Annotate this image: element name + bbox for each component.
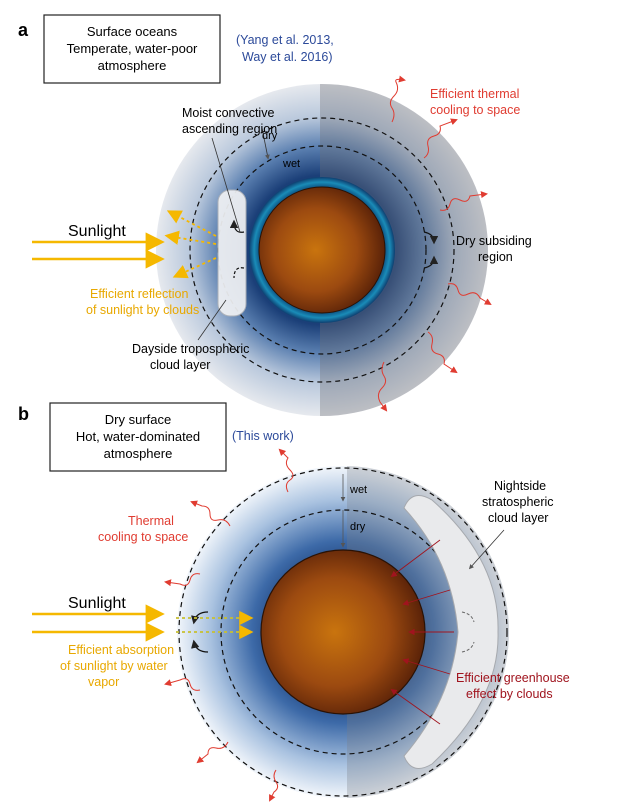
panel-a-thermal-arrow	[439, 191, 488, 211]
panel-b-thermal-arrow	[278, 448, 294, 493]
panel-a-thermal-arrow	[427, 331, 458, 374]
panel-a-letter: a	[18, 20, 29, 40]
panel-b-thermal-arrow	[196, 741, 229, 764]
panel-a-reflection-line-2: of sunlight by clouds	[86, 303, 199, 317]
panel-a-reflected-arrow	[164, 230, 217, 245]
panel-a-cloud-line-1: Dayside tropospheric	[132, 342, 249, 356]
panel-b-absorption-line-3: vapor	[88, 675, 119, 689]
panel-b-circulation-arrow	[191, 639, 209, 653]
panel-a-circulation-arrow	[229, 219, 245, 233]
panel-a-cloud-leader	[197, 299, 227, 341]
panel-b-wet-label: wet	[349, 484, 367, 496]
panel-a-wet-label: wet	[282, 158, 300, 170]
panel-a-title-box	[43, 14, 221, 84]
panel-a-moist-line-1: Moist convective	[182, 106, 274, 120]
panel-b-nightside-line-2: stratospheric	[482, 495, 554, 509]
panel-a-moist-leader	[211, 137, 241, 233]
panel-a-box-line-2: Temperate, water-poor	[67, 41, 198, 56]
panel-b-circulation-arrow	[461, 641, 475, 653]
panel-b-thermal-arrow	[190, 500, 231, 527]
panel-b-circulation-arrow	[461, 611, 475, 623]
panel-a-nightside-shade	[320, 84, 488, 416]
panel-b-circulation-arrow	[191, 611, 209, 625]
panel-b-box-line-3: atmosphere	[104, 446, 173, 461]
panel-a-citation-line-1: (Yang et al. 2013,	[236, 33, 334, 47]
panel-a-box-line-3: atmosphere	[98, 58, 167, 73]
panel-b-nightside-line-3: cloud layer	[488, 511, 548, 525]
panel-a-citation-line-2: Way et al. 2016)	[242, 50, 333, 64]
panel-b-thermal-line-1: Thermal	[128, 514, 174, 528]
panel-b-thermal-line-2: cooling to space	[98, 530, 188, 544]
panel-a-outer-dashed-layer	[189, 117, 455, 383]
panel-b-greenhouse-arrow	[402, 658, 451, 675]
panel-a-thermal-arrow	[423, 118, 458, 159]
panel-b-dry-label: dry	[350, 521, 366, 533]
panel-b-thermal-arrow	[269, 769, 279, 802]
panel-a-thermal-arrow	[447, 283, 492, 306]
panel-b-absorption-line-2: of sunlight by water	[60, 659, 168, 673]
panel-b-nightside-line-1: Nightside	[494, 479, 546, 493]
panel-a-circulation-arrow	[423, 255, 439, 269]
panel-a-cloud-line-2: cloud layer	[150, 358, 210, 372]
panel-a-box-line-1: Surface oceans	[87, 24, 178, 39]
panel-a-dry-label: dry	[262, 130, 278, 142]
panel-b-greenhouse-line-2: effect by clouds	[466, 687, 553, 701]
panel-b-greenhouse-arrow	[390, 688, 441, 725]
panel-b-nightside-leader	[468, 529, 505, 570]
panel-b-thermal-arrow	[164, 573, 201, 587]
panel-b-box-line-2: Hot, water-dominated	[76, 429, 200, 444]
panel-a-thermal-line-2: cooling to space	[430, 103, 520, 117]
panel-b-sunlight-label: Sunlight	[68, 595, 126, 612]
panel-a-reflection-line-1: Efficient reflection	[90, 287, 188, 301]
panel-b-greenhouse-line-1: Efficient greenhouse	[456, 671, 570, 685]
panel-b-title-box	[49, 402, 227, 472]
panel-a-thermal-arrow	[377, 361, 388, 412]
panel-a-thermal-arrow	[389, 75, 406, 123]
panel-b-nightside-cloud	[403, 495, 499, 769]
panel-a-sunlight-label: Sunlight	[68, 223, 126, 240]
panel-a-reflected-arrow	[166, 210, 217, 237]
panel-a-thermal-line-1: Efficient thermal	[430, 87, 519, 101]
panel-b: b Dry surface Hot, water-dominated atmos…	[18, 402, 570, 802]
panel-a-reflected-arrow	[172, 257, 217, 279]
panel-a-dry-bracket	[261, 127, 270, 160]
panel-b-planet	[260, 549, 426, 715]
panel-a-planet	[258, 186, 386, 314]
panel-a-subsiding-line-1: Dry subsiding	[456, 234, 532, 248]
panel-a-circulation-arrow	[423, 231, 439, 245]
panel-a-subsiding-line-2: region	[478, 250, 513, 264]
panel-b-absorption-line-1: Efficient absorption	[68, 643, 174, 657]
panel-b-citation: (This work)	[232, 429, 294, 443]
panel-b-thermal-arrow	[164, 678, 201, 691]
panel-a-dayside-cloud	[217, 189, 247, 317]
panel-b-box-line-1: Dry surface	[105, 412, 171, 427]
panel-a-circulation-arrow	[233, 267, 245, 279]
panel-a-moist-line-2: ascending region	[182, 122, 277, 136]
panel-b-letter: b	[18, 404, 29, 424]
panel-b-greenhouse-arrow	[402, 589, 451, 606]
panel-b-greenhouse-arrow	[390, 539, 441, 578]
panel-a: a Surface oceans Temperate, water-poor a…	[18, 14, 532, 416]
